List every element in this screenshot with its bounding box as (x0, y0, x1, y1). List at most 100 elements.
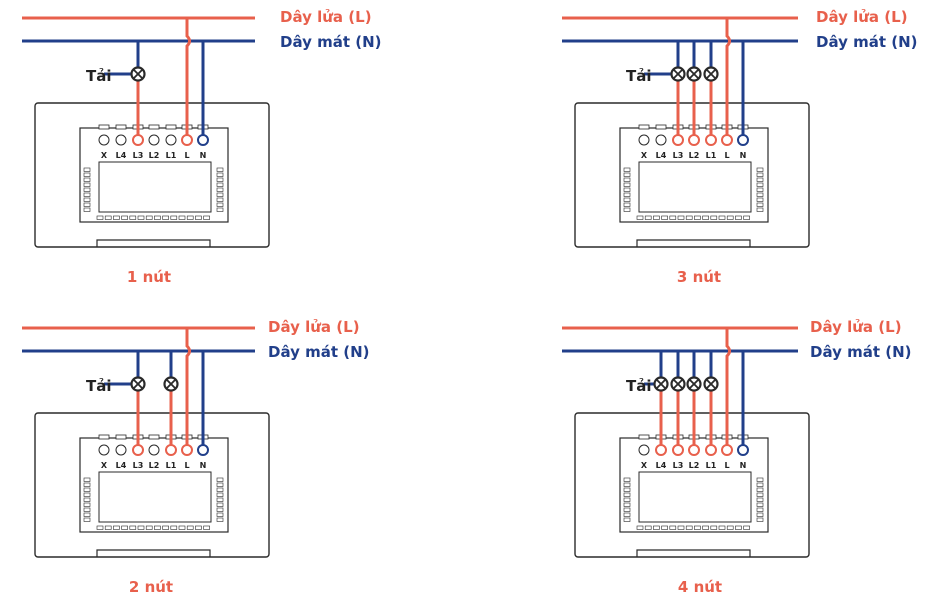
terminal-label: L4 (656, 461, 667, 470)
screw-terminal (197, 444, 209, 456)
side-pin (756, 202, 764, 207)
terminal-label: L (184, 461, 189, 470)
terminal-tab (115, 434, 127, 440)
bottom-pin (669, 525, 677, 530)
side-pin (216, 172, 224, 177)
terminal-tab (148, 124, 160, 130)
screw-terminal (148, 444, 160, 456)
terminal-label: L2 (149, 151, 160, 160)
side-pin (216, 487, 224, 492)
bottom-pin (137, 215, 145, 220)
side-pin (623, 202, 631, 207)
side-pin (623, 482, 631, 487)
side-pin (216, 512, 224, 517)
side-pin (83, 187, 91, 192)
bottom-pin (644, 525, 652, 530)
side-pin (216, 517, 224, 522)
side-pin (83, 512, 91, 517)
bottom-pin (636, 215, 644, 220)
screw-terminal (688, 134, 700, 146)
bottom-pin (178, 215, 186, 220)
bottom-pin (685, 525, 693, 530)
side-pin (756, 517, 764, 522)
bottom-pin (726, 525, 734, 530)
terminal-inner-panel (638, 161, 752, 213)
bottom-pin (661, 215, 668, 220)
bottom-pin (677, 215, 685, 220)
screw-terminal (132, 134, 144, 146)
diagram-caption: 4 nút (678, 578, 722, 596)
bottom-pin (154, 215, 161, 220)
bottom-pin (145, 525, 153, 530)
side-pin (83, 197, 91, 202)
terminal-inner-panel (98, 161, 212, 213)
side-pin (83, 202, 91, 207)
side-pin (623, 492, 631, 497)
side-pin (756, 502, 764, 507)
side-pin (83, 192, 91, 197)
side-pin (83, 517, 91, 522)
side-pin (83, 207, 91, 212)
side-pin (623, 192, 631, 197)
lamp-cross (673, 379, 683, 389)
terminal-label: X (641, 151, 648, 160)
terminal-label: N (200, 461, 207, 470)
lamp-cross (706, 379, 716, 389)
side-pin (756, 477, 764, 482)
side-pin (623, 177, 631, 182)
terminal-label: L4 (116, 461, 127, 470)
side-pin (756, 192, 764, 197)
terminal-label: L4 (656, 151, 667, 160)
bottom-pin (718, 215, 726, 220)
neutral-wire-label: Dây mát (N) (816, 33, 918, 51)
bottom-pin (710, 525, 718, 530)
side-pin (756, 492, 764, 497)
side-pin (623, 497, 631, 502)
side-pin (756, 177, 764, 182)
screw-terminal (737, 134, 749, 146)
side-pin (216, 202, 224, 207)
bottom-pin (137, 525, 145, 530)
side-pin (756, 207, 764, 212)
bottom-pin (203, 215, 210, 220)
bottom-pin (104, 215, 112, 220)
bottom-pin (694, 215, 701, 220)
diagram-caption: 3 nút (677, 268, 721, 286)
screw-terminal (181, 134, 193, 146)
load-label: Tải (626, 67, 652, 85)
load-label: Tải (86, 67, 112, 85)
terminal-label: L2 (149, 461, 160, 470)
side-pin (216, 167, 224, 172)
bottom-pin (726, 215, 734, 220)
bottom-pin (186, 525, 194, 530)
bottom-pin (653, 215, 660, 220)
lamp-cross (133, 69, 143, 79)
side-pin (83, 167, 91, 172)
bottom-pin (644, 215, 652, 220)
bottom-pin (129, 215, 137, 220)
side-pin (216, 482, 224, 487)
bottom-pin (636, 525, 644, 530)
bottom-pin (653, 525, 660, 530)
bottom-pin (96, 215, 104, 220)
side-pin (216, 497, 224, 502)
terminal-label: L3 (133, 151, 144, 160)
bottom-pin (710, 215, 718, 220)
lamp-cross (706, 69, 716, 79)
load-label: Tải (626, 377, 652, 395)
terminal-label: L4 (116, 151, 127, 160)
terminal-label: L3 (673, 461, 684, 470)
side-pin (83, 482, 91, 487)
bottom-pin (702, 215, 709, 220)
terminal-label: L (724, 151, 729, 160)
terminal-tab (148, 434, 160, 440)
screw-terminal (181, 444, 193, 456)
terminal-label: L1 (166, 151, 177, 160)
terminal-label: L3 (133, 461, 144, 470)
bottom-pin (702, 525, 709, 530)
neutral-wire-label: Dây mát (N) (280, 33, 382, 51)
terminal-tab (98, 124, 110, 130)
bottom-pin (113, 525, 120, 530)
